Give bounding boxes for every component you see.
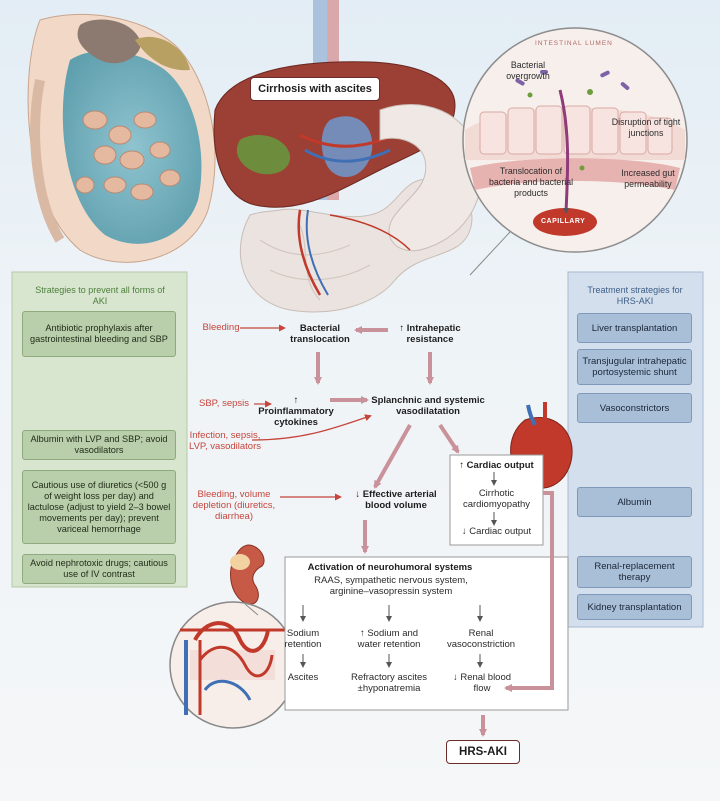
cirrhotic-cardiomyopathy: Cirrhotic cardiomyopathy: [462, 488, 531, 510]
effective-arterial-volume: ↓ Effective arterial blood volume: [355, 489, 437, 511]
hrs-aki-outcome: HRS-AKI: [446, 740, 520, 764]
glomerulus-inset: [169, 601, 297, 729]
kidney-leader-line: [244, 603, 259, 616]
right-item-albumin: Albumin: [577, 487, 692, 517]
neurohumoral-title: Activation of neurohumoral systems: [307, 562, 473, 573]
left-item-albumin: Albumin with LVP and SBP; avoid vasodila…: [22, 430, 176, 460]
right-item-vasoconstrictors: Vasoconstrictors: [577, 393, 692, 423]
proinflammatory-cytokines: ↑ Proinflammatory cytokines: [258, 395, 334, 428]
flow-arrows: [314, 326, 554, 737]
bleeding-label: Bleeding: [202, 322, 240, 333]
lumen-permeability: Increased gut permeability: [621, 168, 675, 189]
bleeding-volume-label: Bleeding, volume depletion (diuretics, d…: [192, 489, 276, 522]
lumen-bacterial-overgrowth: Bacterial overgrowth: [506, 60, 550, 81]
refractory-ascites: Refractory ascites ±hyponatremia: [350, 672, 428, 694]
ascites-result: Ascites: [287, 672, 319, 683]
neurohumoral-box: [284, 556, 569, 711]
left-panel-title: Strategies to prevent all forms of AKI: [35, 285, 165, 306]
small-arrows: [300, 472, 497, 668]
intestinal-lumen-inset: [462, 27, 688, 253]
lumen-heading: INTESTINAL LUMEN: [535, 40, 613, 47]
left-item-nephrotoxic: Avoid nephrotoxic drugs; cautious use of…: [22, 554, 176, 584]
right-item-liver-transplant: Liver transplantation: [577, 313, 692, 343]
sodium-water-retention: ↑ Sodium and water retention: [357, 628, 421, 650]
sodium-retention: Sodium retention: [284, 628, 322, 650]
left-item-antibiotic: Antibiotic prophylaxis after gastrointes…: [22, 311, 176, 357]
renal-blood-flow: ↓ Renal blood flow: [452, 672, 512, 694]
vasodilatation: Splanchnic and systemic vasodilatation: [371, 395, 485, 417]
right-panel-title: Treatment strategies for HRS-AKI: [587, 285, 683, 306]
left-item-diuretics: Cautious use of diuretics (<500 g of wei…: [22, 470, 176, 544]
capillary-label: CAPILLARY: [541, 218, 586, 225]
lumen-disruption: Disruption of tight junctions: [611, 117, 681, 138]
infection-label: Infection, sepsis, LVP, vasodilators: [189, 430, 261, 452]
renal-vasoconstriction: Renal vasoconstriction: [446, 628, 516, 650]
intrahepatic-resistance: ↑ Intrahepatic resistance: [399, 323, 461, 345]
bacterial-translocation: Bacterial translocation: [290, 323, 350, 345]
precipitant-arrows: [240, 324, 372, 501]
kidney-illustration: [229, 544, 265, 605]
cirrhosis-title: Cirrhosis with ascites: [250, 77, 380, 101]
cardiac-box: [449, 454, 544, 546]
cardiac-output-down: ↓ Cardiac output: [461, 526, 532, 537]
sbp-sepsis-label: SBP, sepsis: [199, 398, 249, 409]
abdomen-illustration: [27, 13, 216, 263]
right-item-rrt: Renal-replacement therapy: [577, 556, 692, 588]
right-item-kidney-transplant: Kidney transplantation: [577, 594, 692, 620]
cardiac-output-up: ↑ Cardiac output: [459, 460, 534, 471]
neurohumoral-subtitle: RAAS, sympathetic nervous system, argini…: [314, 575, 468, 597]
inset-leader-line: [469, 231, 511, 276]
lumen-translocation: Translocation of bacteria and bacterial …: [488, 166, 574, 198]
right-item-tips: Transjugular intrahepatic portosystemic …: [577, 349, 692, 385]
intestines-illustration: [239, 103, 482, 313]
